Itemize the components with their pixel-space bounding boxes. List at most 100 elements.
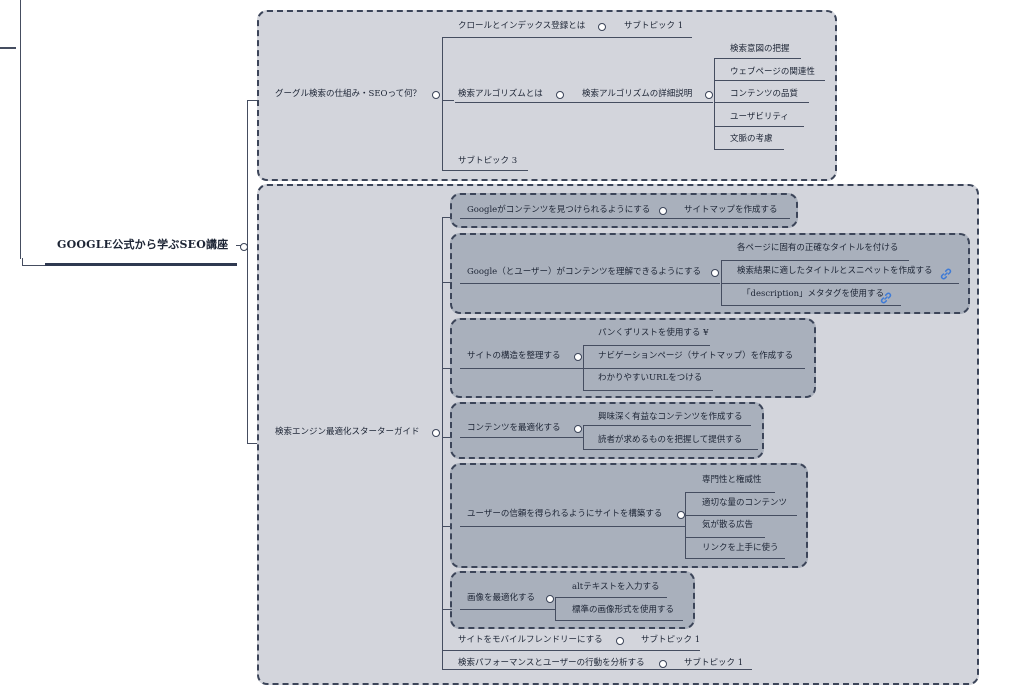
connector xyxy=(714,58,715,150)
link-icon[interactable] xyxy=(880,289,892,304)
connector xyxy=(583,425,751,426)
topic-user-trust[interactable]: ユーザーの信頼を得られるようにサイトを構築する xyxy=(467,509,663,519)
connector xyxy=(442,669,752,670)
topic-crawl-index[interactable]: クロールとインデックス登録とは xyxy=(458,21,586,31)
list-item[interactable]: 標準の画像形式を使用する xyxy=(572,605,675,615)
connector xyxy=(460,437,583,438)
topic-understand-content[interactable]: Google（とユーザー）がコンテンツを理解できるようにする xyxy=(467,267,701,277)
subtopic-1[interactable]: サブトピック 1 xyxy=(641,635,701,645)
topic-find-content[interactable]: Googleがコンテンツを見つけられるようにする xyxy=(467,205,651,215)
connector xyxy=(583,449,758,450)
connector xyxy=(685,537,765,538)
collapse-toggle[interactable] xyxy=(240,243,248,251)
connector xyxy=(20,0,21,258)
topic-mobile-friendly[interactable]: サイトをモバイルフレンドリーにする xyxy=(458,635,603,645)
branch-1-topic[interactable]: グーグル検索の仕組み・SEOって何？ xyxy=(275,89,422,99)
list-item[interactable]: 文脈の考慮 xyxy=(730,134,773,144)
collapse-toggle[interactable] xyxy=(574,425,582,433)
list-item[interactable]: 専門性と権威性 xyxy=(702,475,762,485)
collapse-toggle[interactable] xyxy=(432,91,440,99)
list-item[interactable]: ナビゲーションページ（サイトマップ）を作成する xyxy=(598,351,794,361)
list-item[interactable]: 検索結果に適したタイトルとスニペットを作成する xyxy=(737,266,933,276)
collapse-toggle[interactable] xyxy=(677,511,685,519)
list-item[interactable]: リンクを上手に使う xyxy=(702,543,779,553)
connector xyxy=(460,609,555,610)
list-item[interactable]: altテキストを入力する xyxy=(572,582,660,592)
list-item[interactable]: 読者が求めるものを把握して提供する xyxy=(598,435,743,445)
branch-group-1 xyxy=(257,10,837,181)
connector xyxy=(685,515,797,516)
group-site-structure xyxy=(450,318,816,398)
group-find-content xyxy=(450,193,798,228)
connector xyxy=(442,217,452,218)
topic-algorithm-detail[interactable]: 検索アルゴリズムの詳細説明 xyxy=(582,89,693,99)
connector xyxy=(555,597,556,621)
connector xyxy=(714,149,784,150)
topic-site-structure[interactable]: サイトの構造を整理する xyxy=(467,351,561,361)
list-item[interactable]: 適切な量のコンテンツ xyxy=(702,498,788,508)
list-item[interactable]: 検索意図の把握 xyxy=(730,44,790,54)
list-item[interactable]: 気が散る広告 xyxy=(702,520,754,530)
connector xyxy=(442,170,528,171)
topic-algorithm[interactable]: 検索アルゴリズムとは xyxy=(458,89,543,99)
connector xyxy=(685,492,775,493)
subtopic-3[interactable]: サブトピック 3 xyxy=(458,156,518,166)
connector xyxy=(460,368,583,369)
list-item[interactable]: コンテンツの品質 xyxy=(730,89,799,99)
collapse-toggle[interactable] xyxy=(711,269,719,277)
collapse-toggle[interactable] xyxy=(616,637,624,645)
collapse-toggle[interactable] xyxy=(432,429,440,437)
root-topic[interactable]: GOOGLE公式から学ぶSEO講座 xyxy=(57,238,229,251)
list-item[interactable]: 「description」メタタグを使用する xyxy=(742,289,885,299)
connector xyxy=(442,37,443,171)
topic-optimize-images[interactable]: 画像を最適化する xyxy=(467,593,536,603)
topic-optimize-content[interactable]: コンテンツを最適化する xyxy=(467,423,561,433)
collapse-toggle[interactable] xyxy=(556,91,564,99)
connector xyxy=(442,37,452,38)
collapse-toggle[interactable] xyxy=(598,23,606,31)
connector xyxy=(247,100,248,444)
topic-analyze-performance[interactable]: 検索パフォーマンスとユーザーの行動を分析する xyxy=(458,658,645,668)
connector xyxy=(685,558,785,559)
topic-sitemap[interactable]: サイトマップを作成する xyxy=(684,205,778,215)
connector xyxy=(685,492,686,558)
connector xyxy=(555,597,667,598)
collapse-toggle[interactable] xyxy=(659,660,667,668)
connector xyxy=(721,305,901,306)
connector xyxy=(714,102,809,103)
collapse-toggle[interactable] xyxy=(659,207,667,215)
list-item[interactable]: パンくずリストを使用する ¥ xyxy=(598,328,709,338)
connector xyxy=(460,218,790,219)
branch-2-topic[interactable]: 検索エンジン最適化スターターガイド xyxy=(275,427,420,437)
list-item[interactable]: 各ページに固有の正確なタイトルを付ける xyxy=(737,243,899,253)
link-icon[interactable] xyxy=(940,265,952,280)
connector xyxy=(583,345,584,390)
collapse-toggle[interactable] xyxy=(705,91,713,99)
root-underline xyxy=(45,263,237,266)
connector xyxy=(583,425,584,450)
subtopic-1[interactable]: サブトピック 1 xyxy=(684,658,744,668)
connector xyxy=(721,260,909,261)
connector xyxy=(442,368,452,369)
connector xyxy=(442,437,452,438)
group-understand-content xyxy=(450,233,970,314)
connector xyxy=(442,526,452,527)
list-item[interactable]: 興味深く有益なコンテンツを作成する xyxy=(598,412,743,422)
connector xyxy=(583,368,805,369)
connector xyxy=(442,609,452,610)
subtopic-1[interactable]: サブトピック 1 xyxy=(624,21,684,31)
connector xyxy=(714,80,825,81)
list-item[interactable]: わかりやすいURLをつける xyxy=(598,373,703,383)
connector xyxy=(22,258,23,266)
connector xyxy=(460,526,685,527)
connector xyxy=(714,58,801,59)
connector xyxy=(555,620,683,621)
connector xyxy=(714,126,804,127)
connector xyxy=(442,282,452,283)
list-item[interactable]: ウェブページの関連性 xyxy=(730,67,815,77)
collapse-toggle[interactable] xyxy=(546,595,554,603)
connector xyxy=(455,102,713,103)
collapse-toggle[interactable] xyxy=(574,353,582,361)
list-item[interactable]: ユーザビリティ xyxy=(730,112,789,122)
